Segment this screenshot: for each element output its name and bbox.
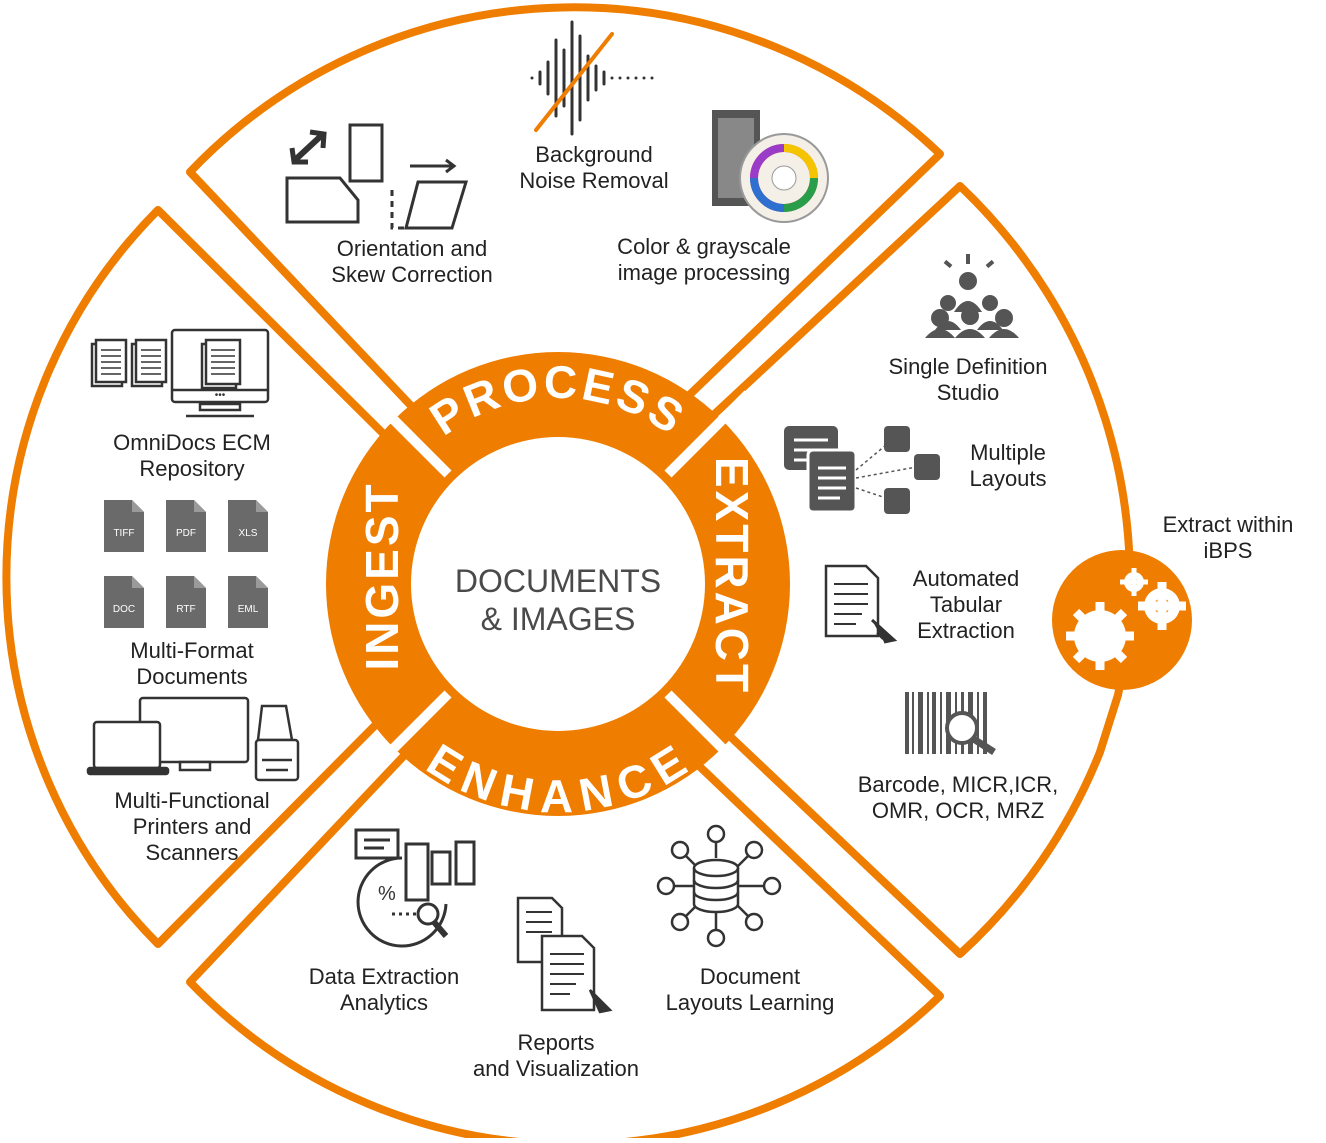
file-label-pdf: PDF — [176, 528, 196, 539]
file-icons: TIFF PDF XLS DOC RTF EML — [104, 500, 268, 628]
barcode-search-icon — [905, 692, 996, 755]
monitor-documents-icon: ••• — [90, 328, 270, 418]
waveform-icon — [530, 20, 654, 136]
gears-icon — [1052, 550, 1192, 690]
devices-icon — [86, 696, 300, 782]
file-label-rtf: RTF — [176, 604, 195, 615]
svg-text:•••: ••• — [215, 390, 226, 401]
file-icon: PDF — [166, 500, 206, 552]
svg-text:%: % — [378, 883, 396, 905]
database-network-icon — [656, 824, 782, 948]
file-icon: DOC — [104, 576, 144, 628]
label-barcode-ocr: Barcode, MICR,ICR,OMR, OCR, MRZ — [857, 772, 1059, 823]
rotate-skew-icon — [285, 123, 469, 230]
file-label-tiff: TIFF — [113, 528, 134, 539]
color-wheel-icon — [712, 110, 829, 223]
file-label-eml: EML — [238, 604, 259, 615]
center-title-line1: DOCUMENTS — [455, 563, 661, 599]
core-ring: PROCESS ENHANCE INGEST EXTRACT DOCUMENTS… — [326, 352, 790, 822]
layouts-icon — [784, 426, 940, 514]
analytics-icon: % — [354, 828, 476, 948]
file-icon: XLS — [228, 500, 268, 552]
team-icon — [925, 254, 1019, 338]
file-icon: TIFF — [104, 500, 144, 552]
center-title-line2: & IMAGES — [481, 601, 636, 637]
file-icon: RTF — [166, 576, 206, 628]
ring-label-extract: EXTRACT — [706, 457, 758, 695]
file-label-xls: XLS — [239, 528, 258, 539]
ring-label-ingest: INGEST — [356, 481, 408, 670]
file-label-doc: DOC — [113, 604, 135, 615]
reports-icon — [516, 896, 613, 1014]
file-icon: EML — [228, 576, 268, 628]
document-cursor-icon — [824, 564, 898, 644]
